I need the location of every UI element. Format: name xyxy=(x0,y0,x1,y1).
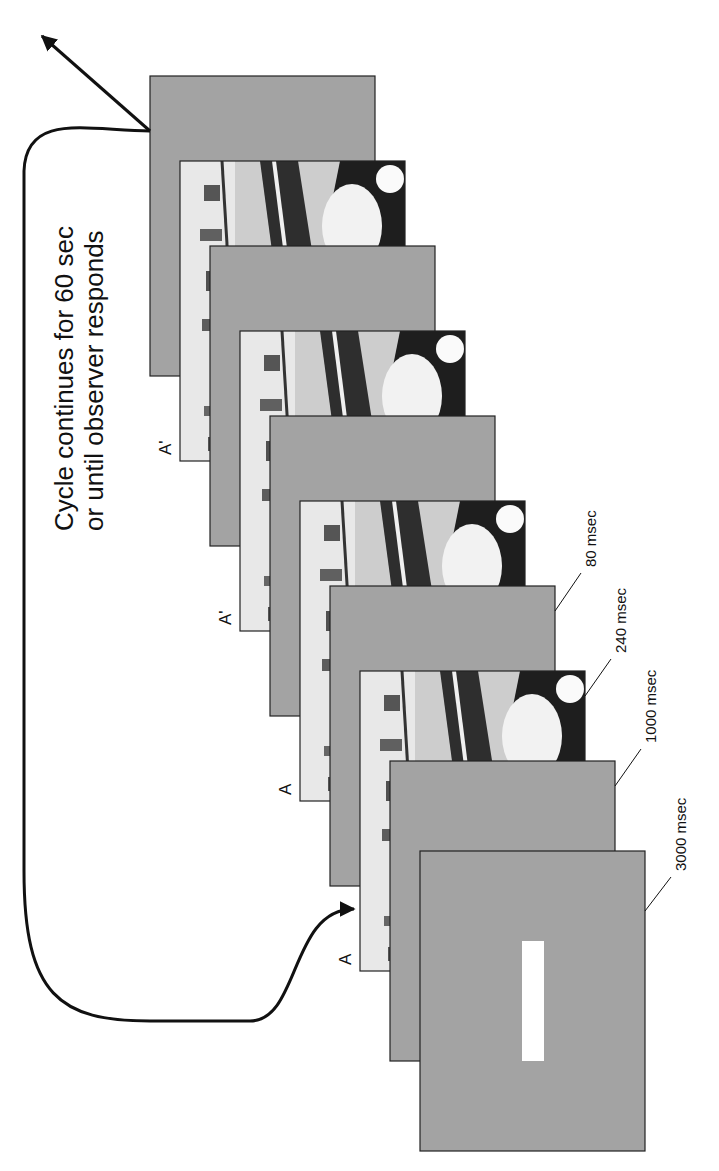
cycle-note: Cycle continues for 60 sec or until obse… xyxy=(50,221,110,531)
leader-line xyxy=(645,877,671,911)
leader-line xyxy=(615,749,641,786)
cue-frame xyxy=(420,851,645,1151)
duration-label: 240 msec xyxy=(612,588,629,653)
leader-line xyxy=(585,659,611,696)
duration-label: 1000 msec xyxy=(642,670,659,743)
exit-arrow xyxy=(42,36,150,131)
loop-arrow xyxy=(24,128,354,1021)
leader-line xyxy=(555,573,581,611)
frame-label: A xyxy=(276,784,296,795)
duration-label: 80 msec xyxy=(582,510,599,567)
frame-label: A' xyxy=(156,440,176,455)
duration-label: 3000 msec xyxy=(672,798,689,871)
frame-label: A xyxy=(336,954,356,965)
cue-bar xyxy=(522,941,544,1061)
frame-label: A' xyxy=(216,610,236,625)
